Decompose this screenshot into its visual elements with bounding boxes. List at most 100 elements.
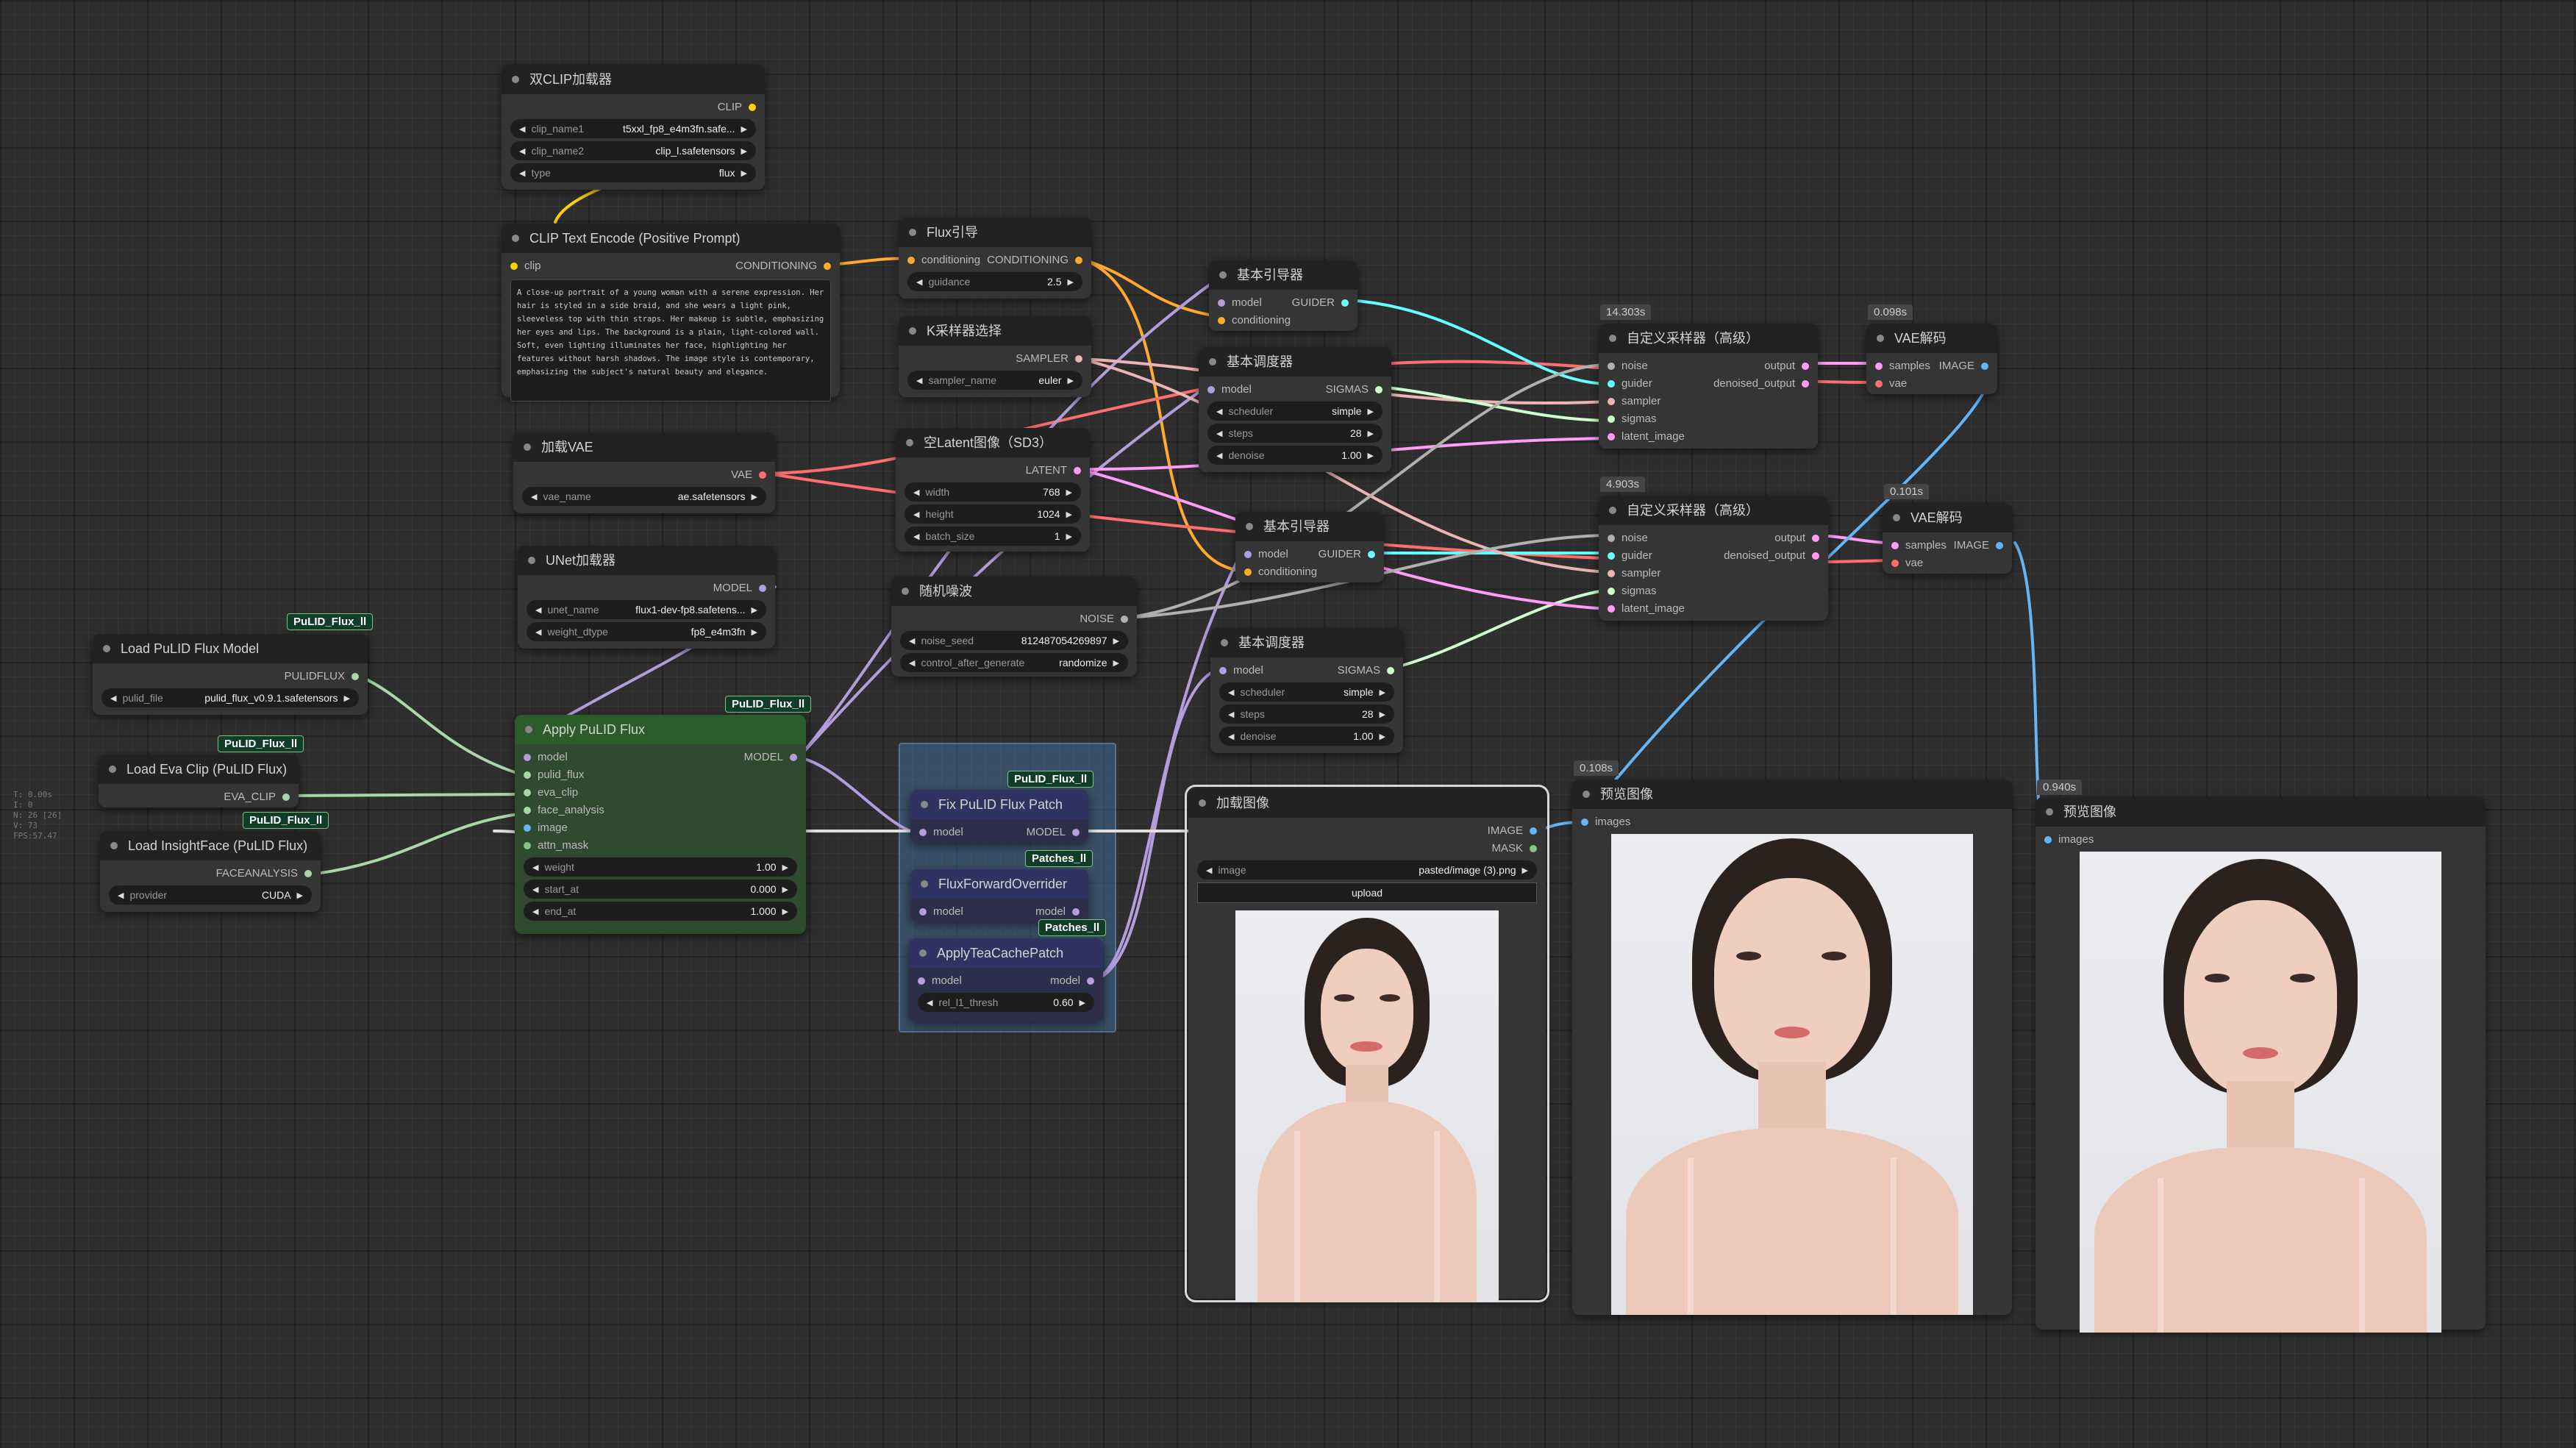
node-title[interactable]: 双CLIP加载器 [502, 65, 765, 94]
output-slot-output[interactable] [1802, 363, 1809, 370]
node-title[interactable]: 加载VAE [513, 432, 775, 462]
arrow-right-icon[interactable]: ▶ [1113, 658, 1119, 668]
output-slot-sigmas[interactable] [1375, 386, 1382, 393]
arrow-right-icon[interactable]: ▶ [1066, 532, 1072, 541]
arrow-left-icon[interactable]: ◀ [913, 510, 920, 519]
arrow-right-icon[interactable]: ▶ [782, 907, 788, 916]
input-slot-model[interactable] [919, 908, 927, 916]
input-slot-image[interactable] [524, 824, 531, 832]
arrow-right-icon[interactable]: ▶ [1113, 636, 1119, 646]
input-slot-noise[interactable] [1608, 535, 1615, 542]
input-slot-attn-mask[interactable] [524, 842, 531, 849]
output-slot-model[interactable] [1072, 829, 1080, 836]
arrow-left-icon[interactable]: ◀ [535, 627, 542, 637]
arrow-right-icon[interactable]: ▶ [1367, 407, 1374, 416]
node-title[interactable]: ApplyTeaCachePatch [909, 938, 1103, 968]
input-slot-model[interactable] [919, 829, 927, 836]
output-slot-latent[interactable] [1074, 467, 1081, 474]
arrow-left-icon[interactable]: ◀ [1216, 429, 1223, 438]
arrow-left-icon[interactable]: ◀ [1216, 407, 1223, 416]
node-title[interactable]: 空Latent图像（SD3） [896, 428, 1090, 457]
output-slot-eva-clip[interactable] [282, 793, 290, 801]
input-slot-conditioning[interactable] [1218, 317, 1225, 324]
output-slot-image[interactable] [1996, 542, 2003, 549]
upload-button[interactable]: upload [1197, 882, 1537, 903]
arrow-left-icon[interactable]: ◀ [519, 146, 526, 156]
output-slot-clip[interactable] [749, 104, 756, 111]
node-load-eva-clip[interactable]: Load Eva Clip (PuLID Flux) EVA_CLIP [99, 755, 299, 807]
node-preview-image-2[interactable]: 预览图像 images [2036, 797, 2486, 1333]
node-title[interactable]: 预览图像 [2036, 797, 2486, 827]
node-title[interactable]: CLIP Text Encode (Positive Prompt) [502, 224, 840, 253]
arrow-left-icon[interactable]: ◀ [909, 658, 916, 668]
node-title[interactable]: UNet加载器 [518, 546, 775, 575]
arrow-left-icon[interactable]: ◀ [1206, 866, 1213, 875]
input-slot-latent-image[interactable] [1608, 605, 1615, 613]
arrow-right-icon[interactable]: ▶ [782, 863, 788, 872]
node-load-insightface[interactable]: Load InsightFace (PuLID Flux) FACEANALYS… [100, 831, 321, 912]
arrow-left-icon[interactable]: ◀ [519, 168, 526, 178]
arrow-right-icon[interactable]: ▶ [1379, 732, 1385, 741]
output-slot-sigmas[interactable] [1387, 667, 1394, 674]
input-slot-sigmas[interactable] [1608, 588, 1615, 595]
arrow-right-icon[interactable]: ▶ [751, 627, 757, 637]
node-title[interactable]: Load PuLID Flux Model [93, 634, 368, 663]
node-title[interactable]: 预览图像 [1572, 780, 2012, 809]
output-slot-faceanalysis[interactable] [304, 870, 312, 877]
arrow-left-icon[interactable]: ◀ [909, 636, 916, 646]
arrow-right-icon[interactable]: ▶ [1067, 277, 1074, 287]
input-slot-noise[interactable] [1608, 363, 1615, 370]
arrow-right-icon[interactable]: ▶ [751, 492, 757, 502]
prompt-textarea[interactable]: A close-up portrait of a young woman wit… [510, 279, 831, 402]
node-title[interactable]: Load InsightFace (PuLID Flux) [100, 831, 321, 860]
input-slot-clip[interactable] [510, 263, 518, 270]
input-slot-sigmas[interactable] [1608, 416, 1615, 423]
arrow-left-icon[interactable]: ◀ [535, 605, 542, 615]
arrow-right-icon[interactable]: ▶ [343, 693, 350, 703]
node-title[interactable]: Load Eva Clip (PuLID Flux) [99, 755, 299, 784]
input-slot-eva-clip[interactable] [524, 789, 531, 796]
node-title[interactable]: 基本引导器 [1235, 512, 1384, 541]
input-slot-images[interactable] [1581, 818, 1588, 826]
node-title[interactable]: Flux引导 [899, 218, 1091, 247]
arrow-right-icon[interactable]: ▶ [1066, 510, 1072, 519]
input-slot-latent-image[interactable] [1608, 433, 1615, 441]
node-title[interactable]: VAE解码 [1883, 503, 2012, 532]
input-slot-model[interactable] [1218, 299, 1225, 307]
arrow-left-icon[interactable]: ◀ [913, 532, 920, 541]
arrow-left-icon[interactable]: ◀ [913, 488, 920, 497]
arrow-right-icon[interactable]: ▶ [782, 885, 788, 894]
arrow-left-icon[interactable]: ◀ [531, 492, 538, 502]
input-slot-face-analysis[interactable] [524, 807, 531, 814]
input-slot-images[interactable] [2044, 836, 2052, 844]
arrow-left-icon[interactable]: ◀ [916, 277, 923, 287]
input-slot-model[interactable] [1244, 551, 1252, 558]
node-preview-image-1[interactable]: 预览图像 images [1572, 780, 2012, 1315]
arrow-right-icon[interactable]: ▶ [1521, 866, 1528, 875]
node-title[interactable]: 基本调度器 [1210, 628, 1403, 657]
